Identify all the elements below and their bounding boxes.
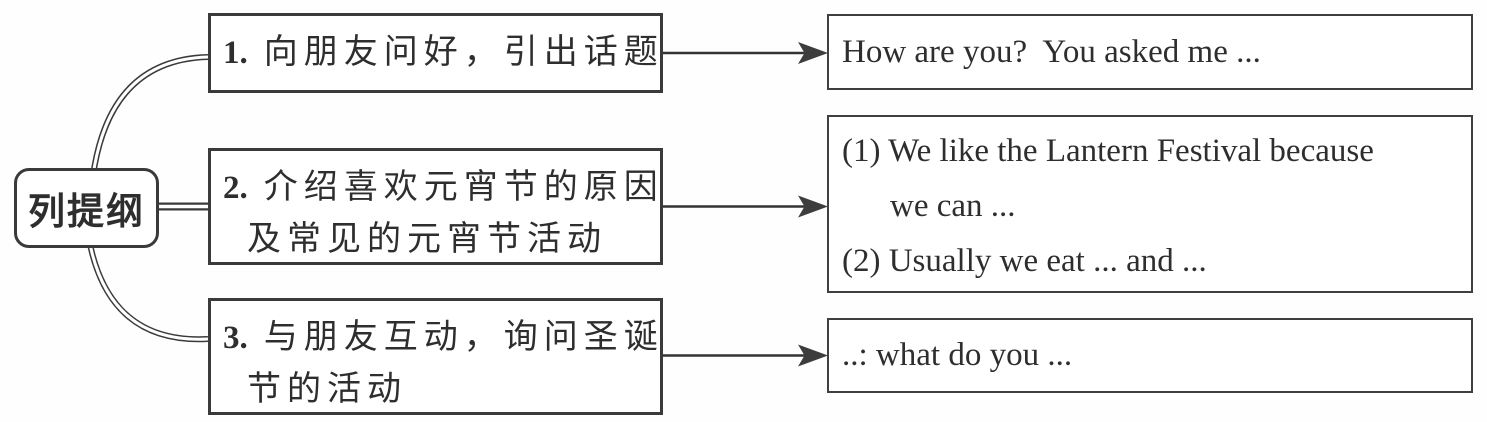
step-3-text-line-2: 节的活动 (247, 371, 407, 408)
root-node: 列提纲 (14, 168, 159, 248)
outline-step-2: 2.介绍喜欢元宵节的原因 及常见的元宵节活动 (208, 148, 663, 265)
step-1-text: 向朋友问好，引出话题 (263, 34, 664, 71)
starter-3-line-1: ..: what do you ... (842, 337, 1073, 373)
outline-step-3: 3.与朋友互动，询问圣诞 节的活动 (208, 298, 663, 415)
arrow-step2-to-starter2 (661, 195, 828, 218)
step-1-number: 1. (223, 35, 248, 71)
step-3-number: 3. (223, 320, 248, 356)
root-node-label: 列提纲 (28, 192, 145, 233)
starter-1-line-1: How are you? You asked me ... (842, 33, 1261, 70)
step-2-line-1: 2.介绍喜欢元宵节的原因 (223, 162, 658, 214)
starter-2-line-1: (1) We like the Lantern Festival because (842, 133, 1374, 169)
step-2-text-line-1: 介绍喜欢元宵节的原因 (263, 169, 664, 206)
outline-step-1: 1. 向朋友问好，引出话题 (208, 13, 663, 93)
arrow-step3-to-starter3 (661, 344, 828, 367)
step-3-text-line-1: 与朋友互动，询问圣诞 (263, 319, 664, 356)
sentence-starter-2: (1) We like the Lantern Festival because… (827, 115, 1473, 293)
step-2-number: 2. (223, 170, 248, 206)
arrow-step1-to-starter1 (661, 42, 828, 64)
step-3-line-1: 3.与朋友互动，询问圣诞 (223, 312, 658, 364)
step-3-line-2: 节的活动 (247, 364, 650, 416)
step-2-line-2: 及常见的元宵节活动 (247, 214, 650, 266)
sentence-starter-1: How are you? You asked me ... (827, 14, 1473, 90)
starter-2-line-3: (2) Usually we eat ... and ... (842, 243, 1207, 279)
sentence-starter-3: ..: what do you ... (827, 318, 1473, 393)
step-2-text-line-2: 及常见的元宵节活动 (247, 221, 607, 258)
starter-2-line-2: we can ... (890, 188, 1016, 224)
step-1-line-1: 1. 向朋友问好，引出话题 (223, 27, 664, 79)
